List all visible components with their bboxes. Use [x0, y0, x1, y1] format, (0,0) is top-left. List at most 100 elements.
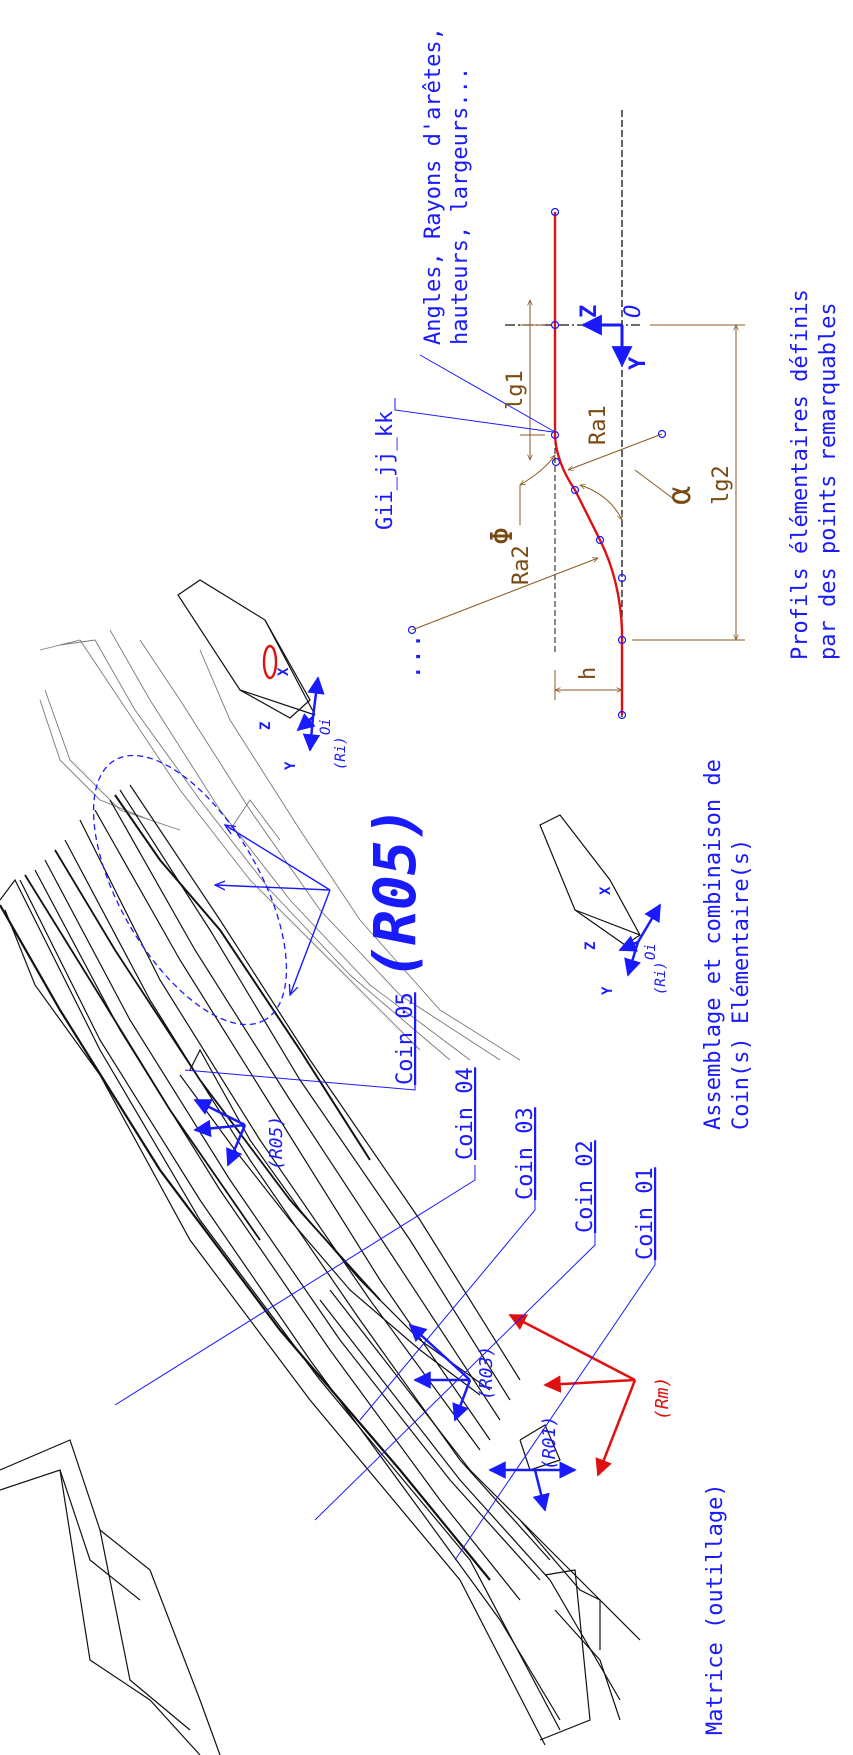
coin04-leader: [114, 1165, 476, 1406]
frame-upper: [296, 676, 325, 752]
r05-zoom-frame: [215, 825, 331, 995]
frame-upper-x-arrow: [307, 676, 325, 718]
gii-leader-line: [394, 398, 554, 433]
frame-lower-x-arrow: [636, 903, 662, 943]
wedge-lower-edge: [574, 909, 641, 936]
title-line1: Angles, Rayons d'arêtes,: [421, 27, 446, 345]
wedge-lower-outline: [539, 814, 641, 946]
matrix-base-plate: [519, 1424, 561, 1471]
r05-zoom-frame-arrow: [215, 885, 331, 891]
profile-point: [617, 635, 627, 645]
zoom-detail-edge: [109, 629, 471, 1061]
wedge-upper-edge: [264, 619, 316, 716]
frame-r01-arrow: [532, 1469, 550, 1512]
wedge-upper: [177, 579, 316, 719]
assembly-caption-line1: Assemblage et combinaison de: [701, 759, 726, 1130]
matrix-outer-edge: [4, 909, 546, 1746]
frame-r05-arrow: [193, 1119, 246, 1138]
assembly-caption-line2: Coin(s) Elémentaire(s): [729, 839, 754, 1130]
matrix-edge: [109, 799, 501, 1421]
zoom-detail-edge: [39, 699, 151, 821]
matrix-edge: [129, 784, 521, 1381]
label-phi: Φ: [485, 527, 520, 545]
subtitle-line2: par des points remarquables: [816, 302, 841, 660]
frame-r05-arrow: [193, 1098, 246, 1127]
matrix-thick-edge: [114, 794, 371, 1161]
matrix-front-steps: [0, 1439, 151, 1571]
profile-point: [617, 573, 627, 583]
frame-r05-arrow: [226, 1124, 247, 1167]
matrix-thick-edge: [24, 874, 261, 1241]
label-axis-y: Y: [626, 356, 651, 370]
wedge-upper-edge: [239, 689, 316, 716]
coin-leaders: [114, 1069, 656, 1561]
frame-rm-arrow: [543, 1375, 636, 1393]
label-origin: O: [621, 305, 646, 318]
matrix-edge: [44, 859, 541, 1581]
coin05-label: Coin 05: [393, 992, 418, 1085]
frame-rm: [508, 1313, 637, 1477]
coin03-leader: [359, 1195, 536, 1421]
frame-upper-y-label: Y: [283, 761, 299, 770]
ra1-leader: [568, 433, 663, 470]
label-h: h: [576, 667, 601, 680]
frame-r05-label: (R05): [266, 1116, 287, 1170]
matrix-base-plate: [519, 1519, 601, 1650]
coin03-label: Coin 03: [513, 1107, 538, 1200]
matrix-front-steps: [149, 1569, 221, 1755]
matrix-front-steps: [59, 1469, 201, 1755]
r05-big-label: (R05): [361, 805, 429, 980]
matrix-base-plate: [539, 1569, 591, 1741]
profile-dimensions: [411, 300, 745, 700]
profile-curve: [553, 212, 624, 715]
label-lg2: lg2: [709, 465, 734, 505]
frame-r03: [408, 1323, 472, 1422]
label-ra1: Ra1: [586, 405, 611, 445]
frame-lower-x-label: X: [598, 886, 614, 895]
assembly-texts: (R05) ... Assemblage et combinaison de C…: [258, 633, 754, 1130]
alpha-arc: [580, 485, 623, 520]
zoom-detail-edge: [59, 639, 451, 1061]
frame-r05: [193, 1098, 247, 1167]
coin01-label: Coin 01: [633, 1167, 658, 1260]
zoom-detail-edge: [44, 689, 181, 831]
profile-point: [617, 710, 627, 720]
frame-rm-label: (Rm): [652, 1377, 673, 1420]
coin01-leader: [454, 1250, 656, 1561]
profile-point: [551, 457, 561, 467]
zoom-detail-edge: [39, 639, 421, 1051]
zoom-detail-edge: [139, 639, 501, 1061]
profile-panel: [394, 110, 745, 720]
profile-points: [407, 207, 667, 720]
matrix-edge: [34, 869, 521, 1601]
coin04-label: Coin 04: [453, 1067, 478, 1160]
matrix-thick-edge: [0, 904, 491, 1581]
r05-zoom-frame-arrow: [290, 889, 331, 995]
frame-upper-y-arrow: [302, 716, 321, 752]
frame-lower-y-arrow: [624, 941, 641, 977]
matrix-edge: [79, 819, 481, 1451]
origin-frame: [580, 314, 633, 368]
matrix-edge: [64, 839, 551, 1561]
frame-upper-origin-label: Oi: [318, 718, 334, 735]
matrix-edge: [19, 879, 561, 1721]
title-leader-line: [419, 354, 556, 433]
frame-rm-arrow: [508, 1313, 636, 1382]
label-alpha: α: [660, 486, 698, 505]
frame-r03-arrow: [408, 1323, 471, 1381]
frame-r01-label: (R01): [539, 1416, 560, 1470]
label-ra2: Ra2: [509, 545, 534, 585]
profile-texts: Angles, Rayons d'arêtes, hauteurs, large…: [373, 27, 841, 680]
wedge-section-highlight: [262, 644, 278, 680]
frame-lower-z-label: Z: [583, 942, 599, 950]
frame-upper-x-label: X: [276, 667, 292, 676]
zoom-detail-edge: [199, 649, 521, 1061]
r05-zoom-frame-arrow: [225, 825, 331, 891]
ra2-leader: [411, 558, 598, 631]
matrix-caption: Matrice (outillage): [703, 1483, 728, 1735]
frame-upper-z-arrow: [296, 713, 316, 732]
label-axis-z: Z: [577, 305, 602, 318]
arc-center-ra1: [657, 429, 667, 439]
frame-lower-name-label: (Ri): [653, 961, 669, 995]
